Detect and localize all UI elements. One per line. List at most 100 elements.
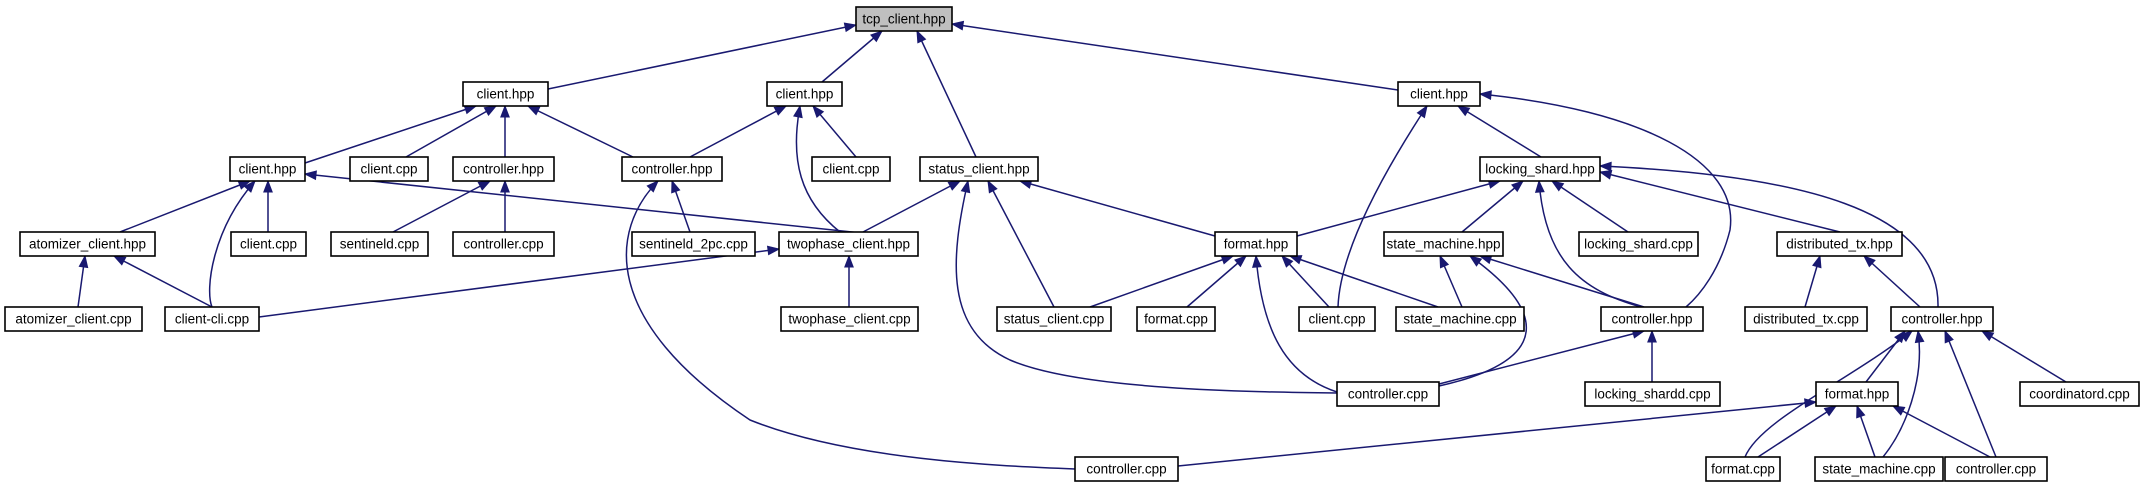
graph-node[interactable]: locking_shard.hpp <box>1479 156 1601 182</box>
graph-node[interactable]: status_client.cpp <box>996 306 1112 332</box>
edge-arrowhead <box>526 105 541 116</box>
graph-node[interactable]: locking_shardd.cpp <box>1584 381 1721 407</box>
node-label: client.cpp <box>822 162 879 177</box>
graph-node[interactable]: state_machine.cpp <box>1814 456 1944 482</box>
graph-node[interactable]: client.cpp <box>811 156 891 182</box>
edge-line <box>304 173 919 240</box>
graph-node[interactable]: coordinatord.cpp <box>2019 381 2140 407</box>
node-box <box>230 231 307 257</box>
edge-arrowhead <box>843 22 858 33</box>
edge-arrowhead <box>1468 255 1483 267</box>
graph-node[interactable]: format.cpp <box>1705 456 1781 482</box>
edge-arrowhead <box>947 180 962 191</box>
graph-node[interactable]: distributed_tx.hpp <box>1776 231 1903 257</box>
graph-node[interactable]: client.cpp <box>349 156 429 182</box>
graph-node[interactable]: state_machine.cpp <box>1395 306 1525 332</box>
graph-node[interactable]: locking_shard.cpp <box>1578 231 1699 257</box>
graph-node[interactable]: format.cpp <box>1136 306 1216 332</box>
graph-node[interactable]: client-cli.cpp <box>164 306 260 332</box>
edge-n14-to-n7 <box>500 179 510 232</box>
node-label: state_machine.cpp <box>1403 312 1516 327</box>
edge-n30-to-n20 <box>1862 255 1921 308</box>
graph-node[interactable]: state_machine.hpp <box>1383 231 1504 257</box>
edge-n26-to-n4 <box>1337 104 1428 308</box>
root-node[interactable]: tcp_client.hpp <box>855 6 953 32</box>
edge-line <box>1457 105 1542 158</box>
node-box <box>1479 156 1601 182</box>
node-label: format.cpp <box>1144 312 1208 327</box>
edge-arrowhead <box>960 179 971 194</box>
graph-node[interactable]: sentineld_2pc.cpp <box>631 231 756 257</box>
node-label: controller.hpp <box>631 162 712 177</box>
edge-line <box>916 30 977 158</box>
graph-node[interactable]: controller.hpp <box>452 156 555 182</box>
graph-node[interactable]: client.hpp <box>1397 81 1481 107</box>
node-label: twophase_client.hpp <box>787 237 910 252</box>
edge-arrowhead <box>773 105 788 116</box>
graph-node[interactable]: client.cpp <box>230 231 307 257</box>
edge-arrowhead <box>1804 398 1818 409</box>
edge-arrowhead <box>263 179 273 193</box>
graph-node[interactable]: controller.cpp <box>1944 456 2048 482</box>
graph-node[interactable]: format.hpp <box>1214 231 1298 257</box>
edge-n31-to-n28 <box>1438 329 1646 385</box>
node-label: controller.hpp <box>463 162 544 177</box>
graph-node[interactable]: sentineld.cpp <box>330 231 429 257</box>
graph-node[interactable]: status_client.hpp <box>919 156 1039 182</box>
edge-arrowhead <box>1511 180 1525 193</box>
graph-node[interactable]: controller.cpp <box>1074 456 1179 482</box>
graph-node[interactable]: twophase_client.cpp <box>780 306 919 332</box>
edge-line <box>821 30 883 83</box>
graph-node[interactable]: client.hpp <box>229 156 306 182</box>
graph-node[interactable]: controller.hpp <box>621 156 723 182</box>
graph-node[interactable]: format.hpp <box>1815 381 1899 407</box>
graph-node[interactable]: client.cpp <box>1298 306 1376 332</box>
graph-node[interactable]: distributed_tx.cpp <box>1744 306 1868 332</box>
graph-node[interactable]: client.hpp <box>462 81 549 107</box>
edge-n17-to-n10 <box>1296 179 1502 237</box>
graph-node[interactable]: controller.cpp <box>452 231 555 257</box>
edge-n10-to-n4 <box>1456 105 1542 158</box>
edge-n38-to-n30 <box>1944 329 1997 458</box>
edge-arrowhead <box>500 104 510 118</box>
edge-line <box>862 180 961 233</box>
edge-line <box>1438 330 1645 385</box>
graph-node[interactable]: atomizer_client.cpp <box>4 306 143 332</box>
edge-line <box>955 180 1338 394</box>
graph-node[interactable]: controller.hpp <box>1600 306 1704 332</box>
node-box <box>19 231 156 257</box>
graph-node[interactable]: controller.cpp <box>1336 381 1440 407</box>
edge-arrowhead <box>1862 255 1876 268</box>
graph-node[interactable]: controller.hpp <box>1890 306 1994 332</box>
edge-arrowhead <box>646 179 659 193</box>
node-box <box>1815 381 1899 407</box>
edge-arrowhead <box>1899 330 1914 342</box>
node-box <box>1600 306 1704 332</box>
graph-node[interactable]: twophase_client.hpp <box>778 231 919 257</box>
node-label: controller.hpp <box>1901 312 1982 327</box>
edge-line <box>405 105 497 158</box>
edge-n19-to-n10 <box>1550 180 1629 233</box>
graph-node[interactable]: client.hpp <box>766 81 843 107</box>
edge-arrowhead <box>500 179 510 193</box>
edge-arrowhead <box>950 20 965 31</box>
edge-n29-to-n20 <box>1804 254 1822 308</box>
node-box <box>1395 306 1525 332</box>
node-box <box>452 231 555 257</box>
edge-n27-to-n18 <box>1439 254 1463 308</box>
edge-line <box>1892 405 1991 458</box>
edge-arrowhead <box>477 180 492 191</box>
node-label: client.cpp <box>240 237 297 252</box>
graph-node[interactable]: atomizer_client.hpp <box>19 231 156 257</box>
node-label: state_machine.cpp <box>1822 462 1935 477</box>
edge-n11-to-n5 <box>119 180 252 233</box>
edge-n12-to-n5 <box>263 179 273 232</box>
edge-line <box>1863 255 1921 308</box>
node-label: locking_shard.hpp <box>1485 162 1595 177</box>
edge-n22-to-n5 <box>208 179 256 308</box>
node-label: atomizer_client.hpp <box>29 237 146 252</box>
edge-n35-to-n33 <box>1177 398 1818 467</box>
node-box <box>1776 231 1903 257</box>
node-box <box>855 6 953 32</box>
